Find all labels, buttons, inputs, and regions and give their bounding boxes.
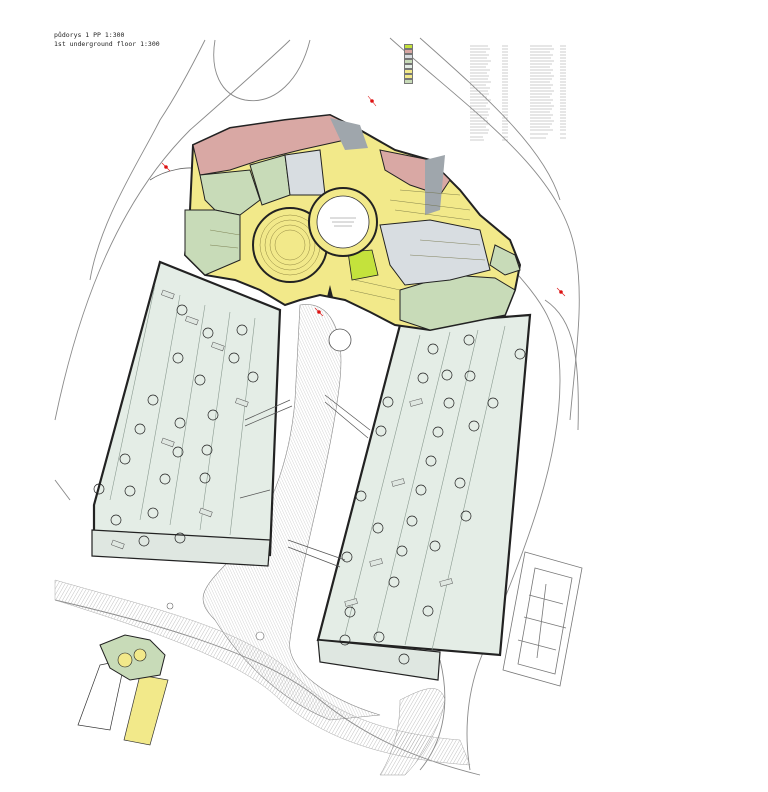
legend-swatch — [404, 54, 413, 59]
legend-swatch — [404, 79, 413, 84]
turning-circle — [328, 328, 352, 352]
north-arrow — [327, 285, 333, 297]
legend-swatch — [404, 44, 413, 49]
lower-road — [54, 579, 471, 766]
section-markers — [161, 95, 566, 317]
title-english: 1st underground floor 1:300 — [54, 40, 160, 48]
key-plan-inset — [77, 634, 169, 746]
legend-swatch-row-1 — [404, 44, 413, 49]
tennis-court — [502, 551, 583, 687]
main-building — [183, 113, 522, 332]
room-legend — [404, 44, 413, 84]
south-ramp — [379, 688, 446, 776]
legend-swatch — [404, 49, 413, 54]
parking-wing-east — [316, 313, 532, 681]
small-circle-a — [255, 631, 265, 641]
legend-swatch — [404, 64, 413, 69]
legend-swatch — [404, 69, 413, 74]
small-circle-b — [166, 602, 174, 610]
room-schedule — [470, 45, 566, 141]
parking-wing-west — [91, 260, 282, 567]
legend-swatch — [404, 74, 413, 79]
drawing-title: půdorys 1 PP 1:300 1st underground floor… — [54, 31, 160, 49]
legend-swatch — [404, 59, 413, 64]
bridges — [239, 394, 371, 568]
title-czech: půdorys 1 PP 1:300 — [54, 31, 125, 39]
